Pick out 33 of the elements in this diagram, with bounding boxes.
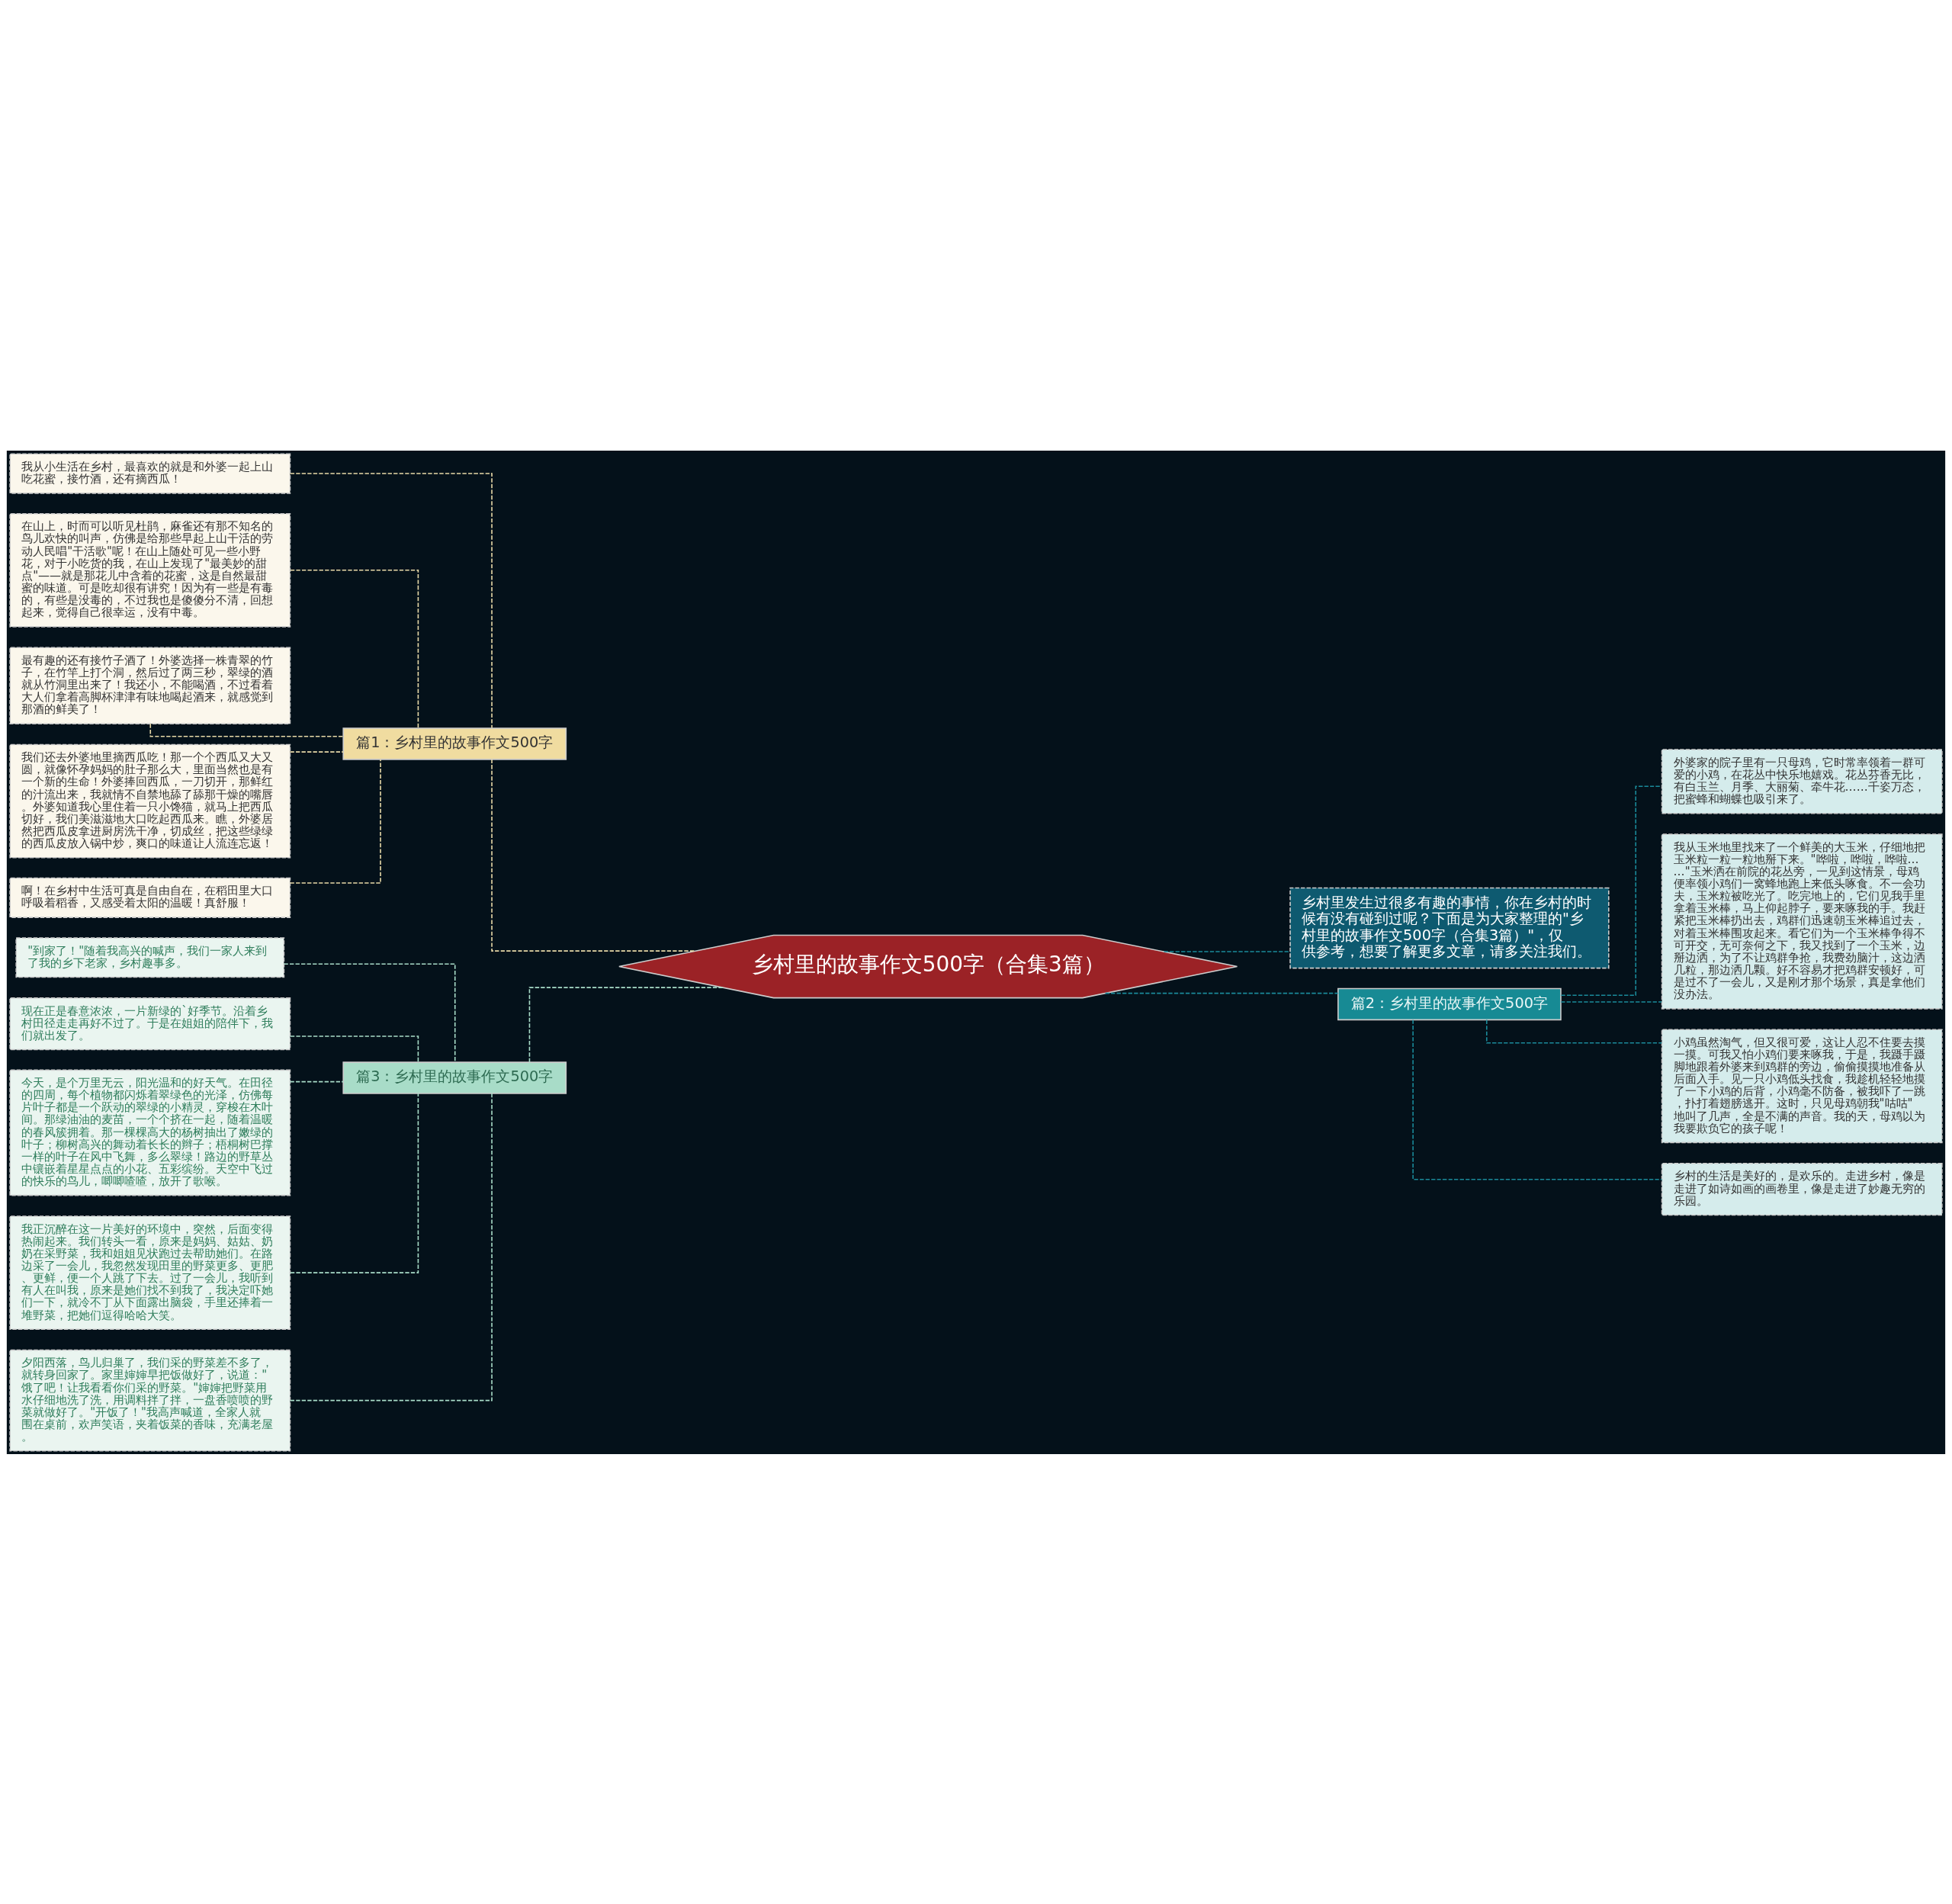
connector [149, 723, 344, 737]
node-box: 我正沉醉在这一片美好的环境中，突然，后面变得热闹起来。我们转头一看，原来是妈妈、姑姑、奶奶在采野菜，我和姐姐见状跑过去帮助她们。在路边采了一会儿，我忽然发现田里的野菜更多、更肥、更鲜，便一个人跳了下去。过了一会儿，我听到有人在叫我，原来是她们找不到我了，我决定吓她们一下，就冷不丁从下面露出脑袋，手里还捧着一堆野菜，把她们逗得哈哈大笑。 [9, 1215, 291, 1330]
node-box: 啊！在乡村中生活可真是自由自在，在稻田里大口呼吸着稻香，又感受着太阳的温暖！真舒服！ [9, 877, 291, 918]
node-box: 最有趣的还有接竹子酒了！外婆选择一株青翠的竹子，在竹竿上打个洞，然后过了两三秒，翠绿的酒就从竹洞里出来了！我还小，不能喝酒，不过看着大人们拿着高脚杯津津有味地喝起酒来，就感觉到那酒的鲜美了！ [9, 646, 291, 724]
node-box: 今天，是个万里无云，阳光温和的好天气。在田径的四周，每个植物都闪烁着翠绿色的光泽，仿佛每片叶子都是一个跃动的翠绿的小精灵，穿梭在木叶间。那绿油油的麦苗，一个个挤在一起，随着温暖的春风簇拥着。那一棵棵高大的杨树抽出了嫩绿的叶子；柳树高兴的舞动着长长的辫子；梧桐树巴撑一样的叶子在风中飞舞，多么翠绿！路边的野草丛中镶嵌着星星点点的小花、五彩缤纷。天空中飞过的快乐的鸟儿，唧唧喳喳，放开了歌喉。 [9, 1069, 291, 1196]
connector [289, 1080, 344, 1082]
connector [289, 750, 344, 753]
node-box: 小鸡虽然淘气，但又很可爱，这让人忍不住要去摸一摸。可我又怕小鸡们要来啄我，于是，我蹑手蹑脚地跟着外婆来到鸡群的旁边，偷偷摸摸地准备从后面入手。见一只小鸡低头找食，我趁机轻轻地摸了一下小鸡的后背，小鸡毫不防备，被我吓了一跳，扑打着翅膀逃开。这时，只见母鸡朝我"咕咕"地叫了几声，全是不满的声音。我的天，母鸡以为我要欺负它的孩子呢！ [1661, 1028, 1943, 1143]
node-box: 乡村的生活是美好的，是欢乐的。走进乡村，像是走进了如诗如画的画卷里，像是走进了妙趣无穷的乐园。 [1661, 1162, 1943, 1215]
node-box: 夕阳西落，鸟儿归巢了，我们采的野菜差不多了，就转身回家了。家里婶婶早把饭做好了，说道："饿了吧！让我看看你们采的野菜。"婶婶把野菜用水仔细地洗了洗，用调料拌了拌，一盘香喷喷的野菜就做好了。"开饭了！"我高声喊道，全家人就围在桌前，欢声笑语，夹着饭菜的香味，充满老屋。 [9, 1349, 291, 1451]
connector [289, 1092, 493, 1401]
connector [1163, 950, 1291, 952]
node-box: 在山上，时而可以听见杜鹃，麻雀还有那不知名的鸟儿欢快的叫声，仿佛是给那些早起上山干活的劳动人民唱"干活歌"呢！在山上随处可见一些小野花，对于小吃货的我，在山上发现了"最美妙的甜点"——就是那花儿中含着的花蜜，这是自然最甜蜜的味道。可是吃却很有讲究！因为有一些是有毒的，有些是没毒的，不过我也是傻傻分不清，回想起来，觉得自己很幸运，没有中毒。 [9, 512, 291, 628]
connector [289, 472, 493, 729]
node-box: 我们还去外婆地里摘西瓜吃！那一个个西瓜又大又圆，就像怀孕妈妈的肚子那么大，里面当然也是有一个新的生命！外婆捧回西瓜，一刀切开，那鲜红的汁流出来，我就情不自禁地舔了舔那干燥的嘴唇。外婆知道我心里住着一只小馋猫，就马上把西瓜切好，我们美滋滋地大口吃起西瓜来。瞧，外婆居然把西瓜皮拿进厨房洗干净，切成丝，把这些绿绿的西瓜皮放入锅中炒，爽口的味道让人流连忘返！ [9, 743, 291, 858]
connector [290, 569, 419, 729]
connector [1104, 992, 1339, 994]
node-box: 我从玉米地里找来了一个鲜美的大玉米，仔细地把玉米粒一粒一粒地掰下来。"哗啦，哗啦，哗啦……"玉米洒在前院的花丛旁，一见到这情景，母鸡便率领小鸡们一窝蜂地跑上来低头啄食。不一会功夫，玉米粒被吃光了。吃完地上的，它们见我手里拿着玉米棒，马上仰起脖子，要来啄我的手。我赶紧把玉米棒扔出去，鸡群们迅速朝玉米棒追过去，对着玉米棒围攻起来。看它们为一个玉米棒争得不可开交，无可奈何之下，我又找到了一个玉米，边掰边洒，为了不让鸡群争抢，我费劲脑汁，这边洒几粒，那边洒几颗。好不容易才把鸡群安顿好，可是过不了一会儿，又是刚才那个场景，真是拿他们没办法。 [1661, 833, 1943, 1010]
node-box: 现在正是春意浓浓，一片新绿的`好季节。沿着乡村田径走走再好不过了。于是在姐姐的陪伴下，我们就出发了。 [9, 997, 291, 1050]
node-box: 乡村里发生过很多有趣的事情，你在乡村的时候有没有碰到过呢？下面是为大家整理的"乡村里的故事作文500字（合集3篇）"，仅供参考，想要了解更多文章，请多关注我们。 [1289, 887, 1610, 968]
connector [1412, 1019, 1663, 1180]
node-box: 篇2：乡村里的故事作文500字 [1337, 987, 1562, 1020]
connector [1560, 1000, 1663, 1003]
node-box: 我从小生活在乡村，最喜欢的就是和外婆一起上山吃花蜜，接竹酒，还有摘西瓜！ [9, 453, 291, 494]
connector [290, 1035, 419, 1063]
connector [289, 758, 381, 884]
node-box: "到家了！"随着我高兴的喊声，我们一家人来到了我的乡下老家，乡村趣事多。 [15, 936, 285, 978]
node-box: 篇3：乡村里的故事作文500字 [342, 1061, 567, 1094]
node-box: 外婆家的院子里有一只母鸡，它时常率领着一群可爱的小鸡，在花丛中快乐地嬉戏。花丛芬香无比，有白玉兰、月季、大丽菊、牵牛花……千姿万态，把蜜蜂和蝴蝶也吸引来了。 [1661, 748, 1943, 814]
connector [290, 1092, 419, 1273]
connector [528, 986, 724, 1063]
connector [283, 963, 456, 1063]
node-box: 篇1：乡村里的故事作文500字 [342, 727, 567, 760]
